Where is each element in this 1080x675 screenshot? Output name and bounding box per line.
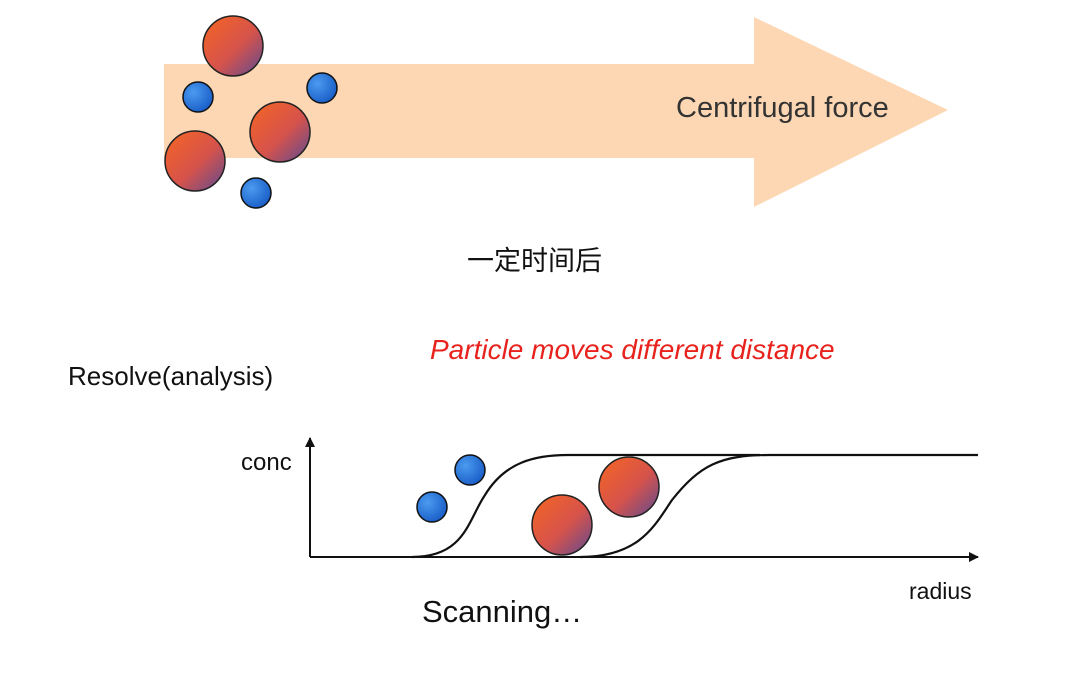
large-particle-icon: [598, 456, 660, 518]
y-axis-label: conc: [241, 449, 292, 476]
x-axis-label: radius: [909, 578, 972, 604]
small-particle-icon: [454, 454, 486, 486]
particle-distance-note: Particle moves different distance: [430, 334, 835, 365]
large-particle-icon: [249, 101, 311, 163]
conc-radius-plot: [305, 437, 979, 562]
force-arrow-icon: [164, 17, 948, 207]
large-particle-icon: [202, 15, 264, 77]
scanning-status: Scanning…: [422, 594, 583, 629]
small-particle-icon: [240, 177, 272, 209]
after-time-label: 一定时间后: [467, 246, 602, 277]
large-particle-icon: [164, 130, 226, 192]
resolve-analysis-label: Resolve(analysis): [68, 361, 274, 391]
small-particle-boundary-curve: [411, 453, 760, 559]
top-particles: [164, 15, 338, 209]
small-particle-icon: [306, 72, 338, 104]
centrifugal-force-label: Centrifugal force: [676, 92, 889, 124]
large-particle-icon: [531, 494, 593, 556]
small-particle-icon: [416, 491, 448, 523]
small-particle-icon: [182, 81, 214, 113]
large-particle-boundary-curve: [579, 453, 978, 559]
